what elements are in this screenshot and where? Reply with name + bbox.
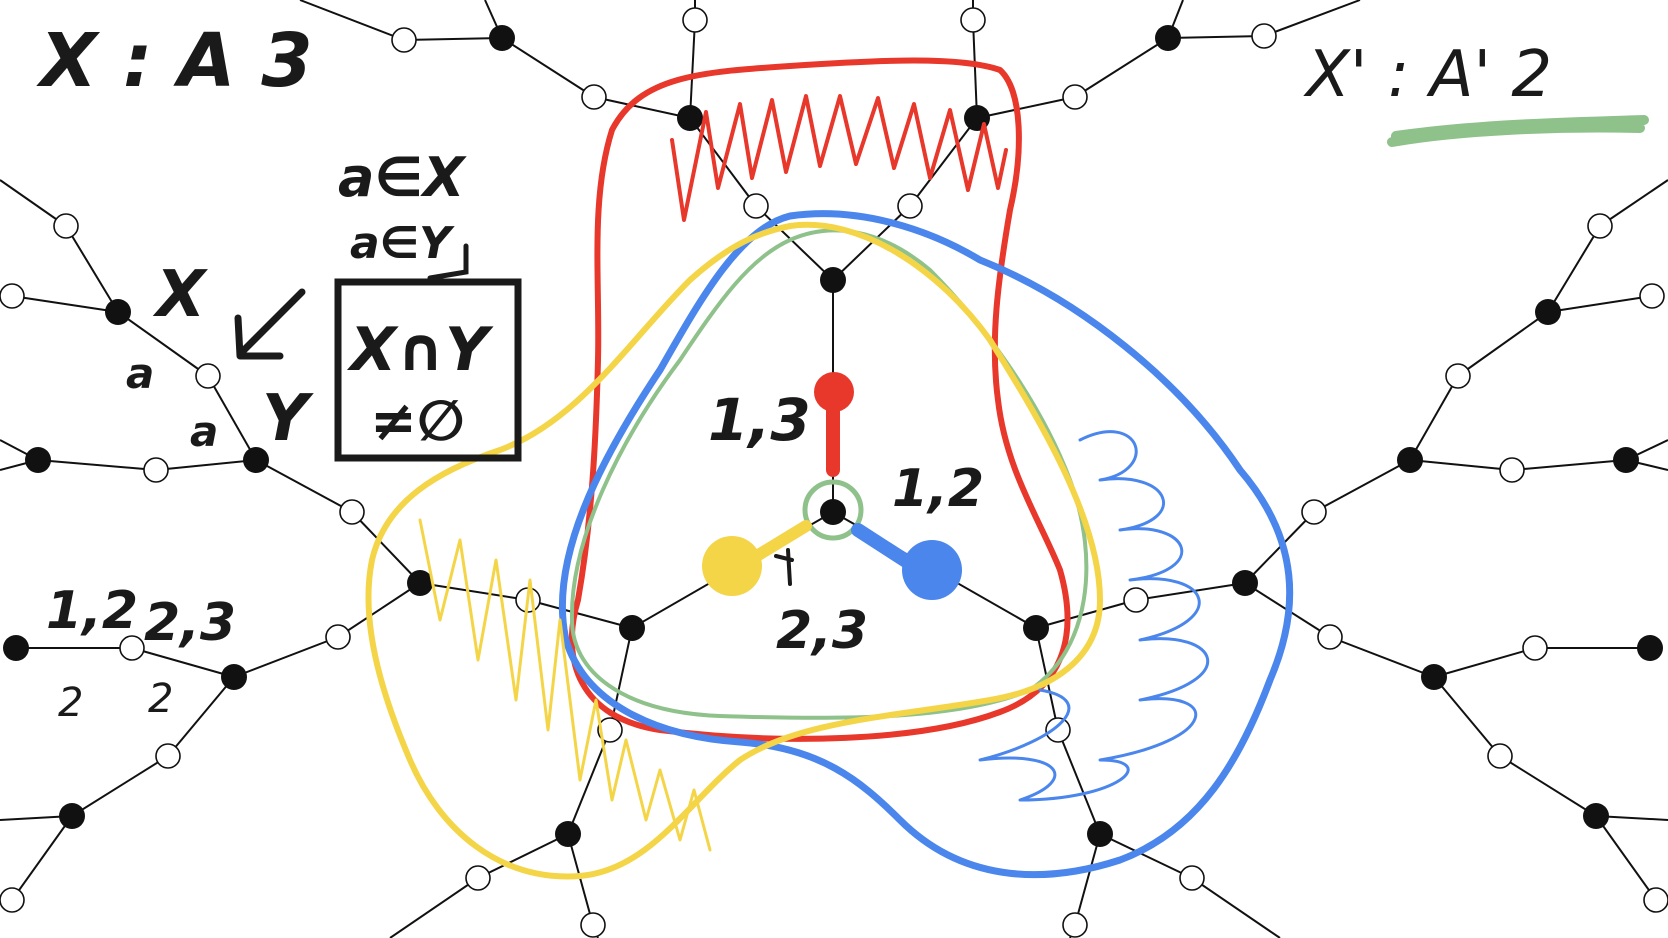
graph-node (391, 27, 417, 53)
graph-node (1045, 717, 1071, 743)
graph-node (119, 635, 145, 661)
graph-node (682, 7, 708, 33)
small-tick-mark (774, 548, 794, 586)
graph-node (0, 283, 25, 309)
graph-node (59, 803, 85, 829)
graph-nodes (0, 7, 1668, 938)
graph-node (597, 717, 623, 743)
graph-node (1583, 803, 1609, 829)
a-element-label-1: a (126, 349, 154, 398)
yellow-pair-label: 2,3 (776, 601, 868, 661)
graph-node (1123, 587, 1149, 613)
yellow-loop (365, 221, 1103, 880)
intersection-box (334, 278, 522, 462)
graph-node (195, 363, 221, 389)
graph-node (143, 457, 169, 483)
graph-node (1643, 887, 1668, 913)
graph-node (1499, 457, 1525, 483)
red-blob (814, 372, 854, 412)
graph-node (155, 743, 181, 769)
center-indicators (702, 372, 962, 600)
left-pair-2: 2,3 (144, 593, 236, 653)
graph-node (960, 7, 986, 33)
graph-node (1637, 635, 1663, 661)
graph-node (1087, 821, 1113, 847)
graph-node (53, 213, 79, 239)
box-line-2: ≠∅ (370, 389, 465, 454)
graph-node (1487, 743, 1513, 769)
y-set-label: Y (262, 382, 314, 456)
graph-node (339, 499, 365, 525)
graph-node (1062, 912, 1088, 938)
red-pair-label: 1,3 (708, 386, 811, 454)
graph-node (1301, 499, 1327, 525)
a-element-label-2: a (190, 407, 218, 456)
graph-node (555, 821, 581, 847)
graph-node (489, 25, 515, 51)
blue-hatching (978, 430, 1209, 802)
blue-loop (559, 210, 1294, 879)
graph-node (243, 447, 269, 473)
graph-node (1397, 447, 1423, 473)
graph-node (1155, 25, 1181, 51)
top-right-title: X' : A' 2 (1303, 38, 1552, 112)
graph-node (1251, 23, 1277, 49)
graph-node (1317, 624, 1343, 650)
graph-node (105, 299, 131, 325)
a-in-x-note: a∈X (338, 146, 467, 209)
graph-node (1062, 84, 1088, 110)
graph-node (820, 267, 846, 293)
graph-node (25, 447, 51, 473)
graph-node (407, 570, 433, 596)
top-left-title: X : A 3 (36, 18, 313, 104)
graph-node (897, 193, 923, 219)
graph-node (1232, 570, 1258, 596)
graph-node (0, 887, 25, 913)
left-sub-2: 2 (148, 676, 173, 722)
blue-pair-label: 1,2 (892, 459, 984, 519)
graph-node (581, 84, 607, 110)
graph-node (1587, 213, 1613, 239)
graph-node (1421, 664, 1447, 690)
graph-node (465, 865, 491, 891)
graph-node (1023, 615, 1049, 641)
a-in-y-note: a∈Y (350, 218, 455, 269)
graph-node (1445, 363, 1471, 389)
box-line-1: X∩Y (346, 315, 494, 385)
red-hatching (670, 94, 1008, 222)
green-underline (1387, 115, 1649, 147)
yellow-blob (702, 536, 762, 596)
left-sub-1: 2 (58, 680, 83, 726)
left-pair-1: 1,2 (46, 581, 138, 641)
graph-node (619, 615, 645, 641)
graph-node (325, 624, 351, 650)
graph-node (221, 664, 247, 690)
graph-node (3, 635, 29, 661)
yellow-hatching (418, 518, 712, 852)
graph-node (580, 912, 606, 938)
green-center-ring (802, 479, 864, 541)
down-left-arrow-icon (234, 288, 306, 360)
graph-node (820, 499, 846, 525)
graph-node (677, 105, 703, 131)
graph-node (1535, 299, 1561, 325)
graph-node (1522, 635, 1548, 661)
graph-node (1179, 865, 1205, 891)
blue-blob (902, 540, 962, 600)
pointer-line (427, 243, 469, 281)
graph-node (1613, 447, 1639, 473)
graph-node (1639, 283, 1665, 309)
red-loop (568, 57, 1071, 742)
x-set-label: X (152, 258, 208, 332)
graph-node (743, 193, 769, 219)
